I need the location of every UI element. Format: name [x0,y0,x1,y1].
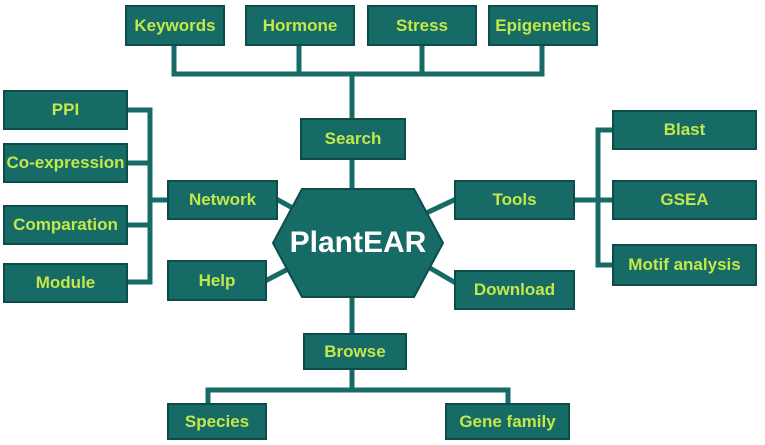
tools-node[interactable]: Tools [454,180,575,220]
hormone-node[interactable]: Hormone [245,5,355,46]
search-node[interactable]: Search [300,118,406,160]
planetear-hub-node[interactable]: PlantEAR [272,188,444,298]
hexagon-shape [272,188,444,298]
gene-family-node[interactable]: Gene family [445,403,570,440]
browse-node[interactable]: Browse [303,333,407,370]
stress-node[interactable]: Stress [367,5,477,46]
keywords-node[interactable]: Keywords [125,5,225,46]
species-node[interactable]: Species [167,403,267,440]
comparation-node[interactable]: Comparation [3,205,128,245]
motif-analysis-node[interactable]: Motif analysis [612,244,757,286]
coexpression-node[interactable]: Co-expression [3,143,128,183]
download-node[interactable]: Download [454,270,575,310]
epigenetics-node[interactable]: Epigenetics [488,5,598,46]
connector-download-hub [426,264,458,286]
hub-label: PlantEAR [289,226,427,259]
gsea-node[interactable]: GSEA [612,180,757,220]
network-node[interactable]: Network [167,180,278,220]
blast-node[interactable]: Blast [612,110,757,150]
help-node[interactable]: Help [167,260,267,301]
ppi-node[interactable]: PPI [3,90,128,130]
module-node[interactable]: Module [3,263,128,303]
